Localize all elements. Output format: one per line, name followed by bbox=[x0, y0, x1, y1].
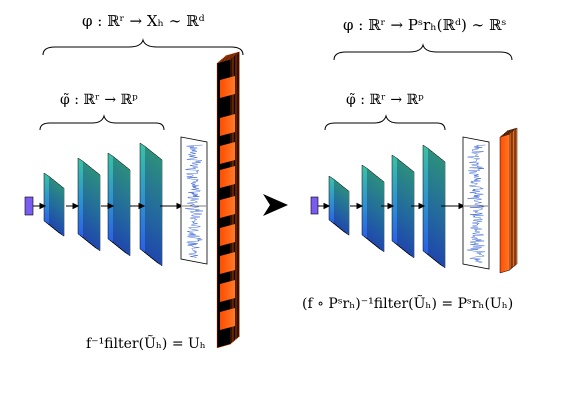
right-layer-sheet bbox=[361, 164, 369, 240]
left-signal-panel bbox=[180, 136, 208, 265]
right-connectors bbox=[318, 202, 466, 210]
right-layer-stacks bbox=[328, 144, 446, 269]
left-connectors bbox=[33, 202, 184, 210]
left-signal-wave bbox=[185, 144, 204, 258]
left-filter-orange-slice bbox=[220, 308, 235, 330]
right-layer-stack-2 bbox=[361, 164, 385, 253]
right-layer-sheet bbox=[328, 175, 336, 225]
left-filter-orange-slice bbox=[220, 196, 235, 218]
left-encoder-brace bbox=[39, 114, 165, 131]
left-filter-orange-slice bbox=[220, 76, 235, 98]
left-filter-orange-slice bbox=[220, 142, 235, 164]
right-layer-stack-1 bbox=[328, 175, 350, 236]
right-signal-trace bbox=[464, 144, 488, 263]
left-inverse-label: f⁻¹filter(Ũₕ) = Uₕ bbox=[86, 336, 206, 352]
left-filter-bar bbox=[216, 51, 240, 349]
right-encoder-label: φ̃ : ℝʳ → ℝᵖ bbox=[346, 92, 424, 108]
right-signal-panel bbox=[462, 136, 490, 270]
left-layer-sheet bbox=[107, 152, 115, 244]
left-layer-stack-4 bbox=[139, 142, 163, 267]
left-layer-stack-1 bbox=[43, 172, 65, 237]
left-signal-trace bbox=[182, 144, 206, 258]
right-signal-wave bbox=[467, 144, 486, 263]
left-layer-sheet bbox=[77, 157, 85, 239]
right-outer-brace bbox=[333, 43, 513, 61]
right-layer-sheet bbox=[422, 144, 430, 256]
left-layer-stack-2 bbox=[77, 157, 101, 252]
left-filter-orange-slice bbox=[220, 224, 235, 246]
left-panel bbox=[24, 38, 244, 349]
left-outer-brace bbox=[42, 38, 244, 56]
left-encoder-label: φ̃ : ℝʳ → ℝᵖ bbox=[60, 92, 138, 108]
right-arrowhead-icon bbox=[263, 194, 288, 216]
left-filter-orange-slice bbox=[220, 114, 235, 136]
left-filter-orange-slice bbox=[220, 280, 235, 302]
left-filter-orange-slice bbox=[220, 166, 235, 188]
right-layer-stack-3 bbox=[391, 154, 415, 259]
right-layer-sheet bbox=[391, 154, 399, 246]
left-layer-sheet bbox=[139, 142, 147, 254]
right-filter-bar bbox=[499, 127, 518, 274]
right-encoder-brace bbox=[324, 114, 446, 131]
left-outer-map-label: φ : ℝʳ → Xₕ ∼ ℝᵈ bbox=[82, 12, 205, 30]
left-input-node bbox=[24, 196, 34, 216]
right-layer-stack-4 bbox=[422, 144, 446, 269]
right-panel bbox=[310, 43, 518, 274]
left-filter-orange-slice bbox=[220, 252, 235, 274]
right-filter-sheet bbox=[499, 133, 511, 274]
left-layer-stack-3 bbox=[107, 152, 131, 257]
right-outer-map-label: φ : ℝʳ → Pˢrₕ(ℝᵈ) ∼ ℝˢ bbox=[343, 16, 507, 34]
right-input-node bbox=[310, 196, 319, 215]
left-layer-stacks bbox=[43, 142, 163, 267]
left-layer-sheet bbox=[43, 172, 51, 226]
right-inverse-label: (f ∘ Pˢrₕ)⁻¹filter(Ũₕ) = Pˢrₕ(Uₕ) bbox=[302, 296, 514, 312]
